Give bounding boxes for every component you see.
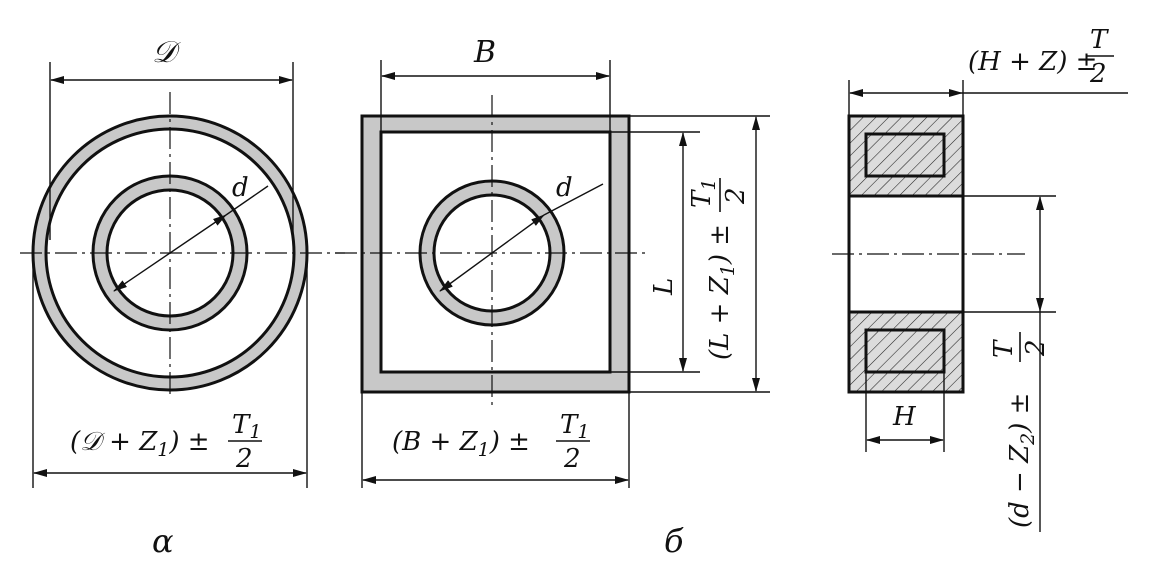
leader-bore-b xyxy=(543,183,604,216)
bore-tol-num: T xyxy=(989,339,1019,358)
len-tol-num-b: T1 xyxy=(687,179,720,208)
dim-label-height-blank: (H + Z) ± xyxy=(968,47,1097,77)
tol-num-b: T1 xyxy=(560,410,589,443)
dim-label-bore-section: (d − Z2) ± xyxy=(1005,393,1039,528)
caption-b: б xyxy=(664,522,684,560)
dim-label-blank-width-b: (B + Z1) ± xyxy=(392,427,530,461)
len-tol-den-b: 2 xyxy=(721,187,751,205)
dim-label-bore-a: d xyxy=(232,173,249,203)
tol-den-a: 2 xyxy=(235,444,253,474)
height-tol-num: T xyxy=(1090,25,1109,55)
bore-tol-den: 2 xyxy=(1021,339,1051,357)
dim-label-outer-a: 𝒟 xyxy=(152,35,181,70)
caption-a: α xyxy=(152,522,174,560)
tol-num-a: T1 xyxy=(232,410,261,443)
dim-label-length-b: L xyxy=(649,278,679,296)
dim-label-width-b: B xyxy=(473,35,496,70)
dim-line-bore-b xyxy=(439,214,545,292)
section-bottom-inner xyxy=(864,328,946,374)
dim-label-blank-length-b: (L + Z1) ± xyxy=(705,224,739,360)
section-top-inner xyxy=(864,132,946,178)
dim-label-blank-a: (𝒟 + Z1) ± xyxy=(70,427,210,461)
dim-label-height: H xyxy=(892,402,917,432)
figure-a-round-blank: 𝒟 d (𝒟 + Z1) ± T1 2 α xyxy=(20,35,345,560)
figure-b-square-blank: B d L (L + Z1) ± T1 2 (B + Z1) ± T1 2 б xyxy=(335,35,770,560)
leader-bore-a xyxy=(225,185,269,216)
dim-line-bore-a xyxy=(113,214,227,292)
tol-den-b: 2 xyxy=(563,444,581,474)
dim-label-bore-b: d xyxy=(556,173,573,203)
section-view: (H + Z) ± T 2 H (d − Z2) ± T 2 xyxy=(832,25,1128,532)
height-tol-den: 2 xyxy=(1089,59,1107,89)
